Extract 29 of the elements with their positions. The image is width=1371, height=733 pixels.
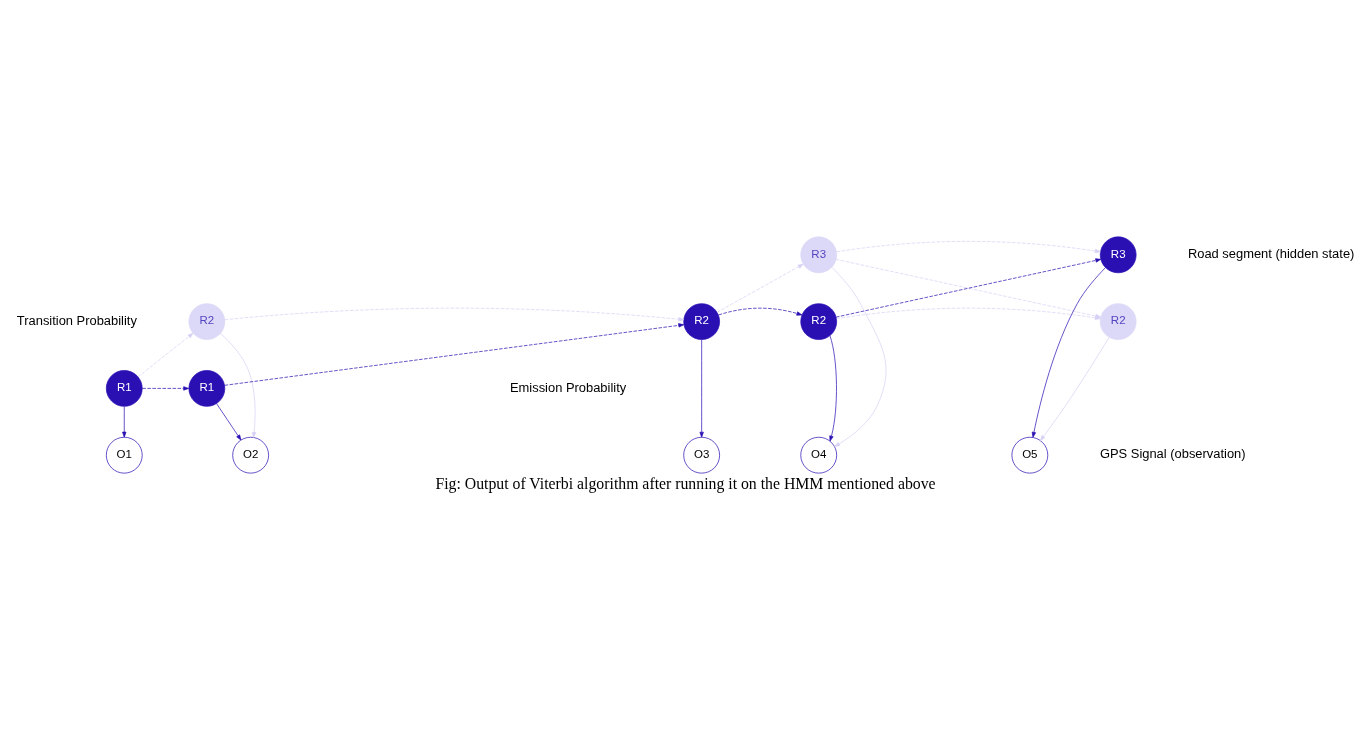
node-circle: O1 — [105, 436, 143, 474]
node-circle: R2 — [800, 303, 838, 340]
arrow — [1040, 337, 1110, 441]
label: Emission Probability — [509, 379, 627, 395]
arrow — [220, 333, 257, 438]
node-circle: R1 — [188, 370, 226, 407]
node-circle: R2 — [683, 303, 720, 340]
label: Transition Probability — [16, 312, 137, 328]
arrow — [122, 406, 127, 438]
arrow — [716, 263, 804, 313]
arrow — [216, 403, 242, 441]
arrow — [141, 386, 190, 391]
arrow — [831, 267, 887, 447]
node-label: Road segment (hidden state) — [1187, 245, 1355, 261]
node-circle: O3 — [683, 436, 720, 474]
node-label: GPS Signal (observation) — [1099, 446, 1246, 462]
caption: Fig: Output of Viterbi algorithm after running it on the HMM mentioned above — [435, 474, 936, 492]
node-circle: R3 — [800, 236, 838, 274]
node-circle: R1 — [105, 370, 143, 407]
arrow — [829, 335, 837, 442]
arrow — [224, 323, 685, 386]
arrow — [137, 332, 194, 378]
arrow — [1031, 267, 1106, 438]
arrow — [836, 241, 1101, 254]
arrow — [718, 307, 803, 316]
arrow — [699, 339, 704, 438]
arrow — [224, 307, 685, 322]
node-circle: R2 — [1099, 303, 1137, 340]
node-circle: R3 — [1099, 236, 1137, 274]
